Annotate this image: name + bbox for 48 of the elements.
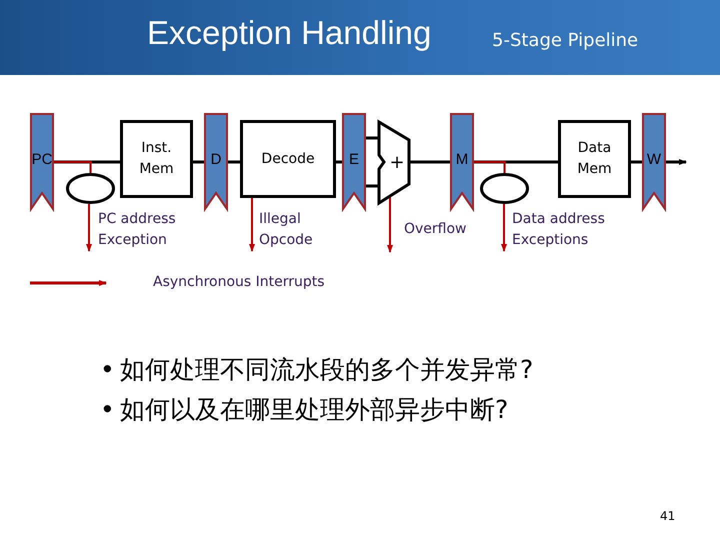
exception-arrow <box>501 204 507 252</box>
wire <box>54 160 120 164</box>
node-label: + <box>389 152 405 173</box>
exception-label: Illegal Opcode <box>259 211 313 248</box>
node-label: Inst. Mem <box>138 139 175 179</box>
exception-arrow <box>86 204 92 252</box>
exception-label: Overflow <box>404 220 467 239</box>
node-label: M <box>456 151 468 168</box>
wire <box>336 160 342 164</box>
bullet-mark: • <box>100 354 115 386</box>
node-label: W <box>646 151 662 168</box>
pipeline-register <box>642 113 666 210</box>
wire <box>193 160 204 164</box>
exception-arrow <box>387 197 393 253</box>
pipeline-register <box>450 113 474 210</box>
node-label: Decode <box>261 150 315 168</box>
subtitle: 5-Stage Pipeline <box>492 30 638 51</box>
wire <box>410 160 450 164</box>
pipeline-register <box>342 113 366 210</box>
block-box <box>120 120 193 198</box>
block-box <box>558 120 631 198</box>
block-box <box>240 120 336 198</box>
bullet-item: 如何处理不同流水段的多个并发异常? <box>120 354 534 386</box>
legend-label: Asynchronous Interrupts <box>153 273 325 292</box>
wire <box>366 184 378 188</box>
exception-label: Data address Exceptions <box>512 211 605 248</box>
tap-line <box>474 161 506 173</box>
output-arrow <box>666 159 687 165</box>
exception-label: PC address Exception <box>98 211 176 248</box>
node-label: D <box>210 151 222 168</box>
node-label: PC <box>32 151 52 168</box>
ellipse-outline <box>66 173 115 204</box>
wire <box>631 160 642 164</box>
alu-shape <box>378 120 410 205</box>
bullet-item: 如何以及在哪里处理外部异步中断? <box>120 394 508 426</box>
wire <box>228 160 240 164</box>
slide-title: Exception Handling <box>147 14 432 52</box>
pipeline-register <box>204 113 228 210</box>
pipeline-register <box>30 113 54 210</box>
node-label: E <box>348 151 359 168</box>
page-number: 41 <box>660 508 676 525</box>
exception-arrow <box>249 198 255 252</box>
wire <box>366 136 378 140</box>
node-label: Data Mem <box>576 139 613 179</box>
bullet-mark: • <box>100 394 115 426</box>
wire <box>474 160 558 164</box>
ellipse-outline <box>480 173 529 204</box>
tap-line <box>54 161 92 173</box>
